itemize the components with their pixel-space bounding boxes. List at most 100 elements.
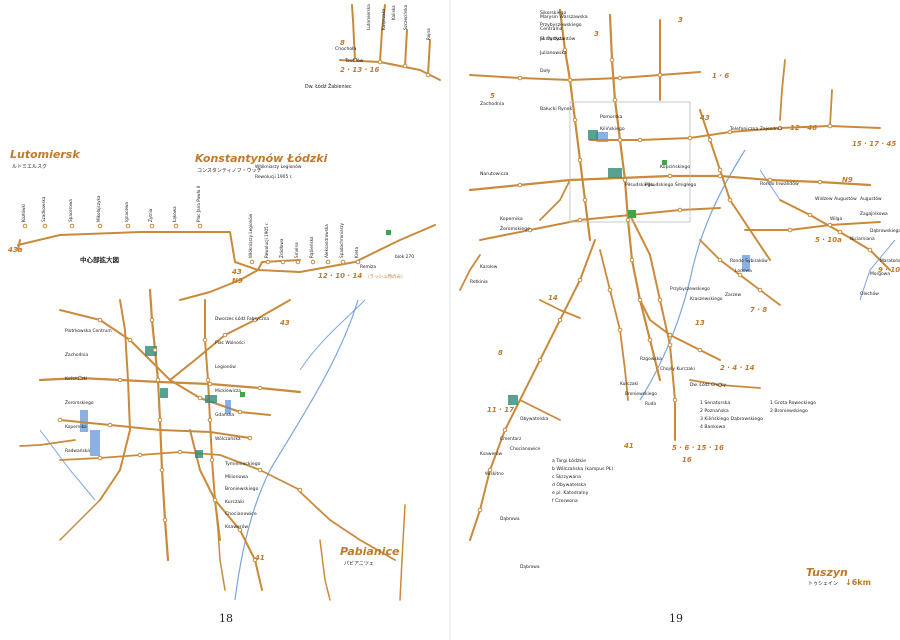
legend-entry: d Obywatelska [552,482,586,488]
tram-stop [97,455,103,461]
stop-label-center: Radwańska [65,447,90,454]
tram-stop [127,337,133,343]
tram-line-center-diagonal [59,309,271,416]
stop-label-south: Ruda [645,401,656,407]
green-marker [240,392,245,397]
tram-stop [777,125,783,131]
station-building [205,395,217,403]
stop-label-center: Plac Wolności [215,339,245,346]
stop-label-center: Żeromskiego [500,225,530,232]
tram-stop [295,259,301,265]
station-building [608,168,622,178]
tram-stop [249,259,255,265]
tram-stop [42,223,48,229]
tram-line-lutomierska [427,39,431,76]
region-jp-konstantynow: コンスタンティノフ・ウッチ [197,167,262,174]
tram-stop [687,135,693,141]
stop-label-north: Sikorskiego [540,10,566,16]
tram-stop [257,385,263,391]
tram-stop [629,257,635,263]
tram-stop [162,517,168,523]
line-badge: 41 [624,442,634,450]
line-badge: 11 · 17 [487,406,514,414]
stop-label-konstantynow: Aleksandrowska [324,224,329,258]
stop-label-south: Kraszewskiego [690,296,723,302]
tram-stop [97,223,103,229]
stop-label-east: Maratońska [880,257,900,264]
line-badge: 43 [700,114,710,122]
tram-stop [537,357,543,363]
line-badge-43a: 43a [8,246,23,254]
stop-label-center: Żeromskiego [65,399,94,406]
tram-stop [622,177,628,183]
tram-stop [727,129,733,135]
tram-line-south [214,499,226,591]
stop-label-konstantynow: Rąbieńska [309,236,314,258]
line-badge-n9: N9 [232,277,243,285]
stop-label-center: Zachodnia [65,352,88,358]
tram-line-northeast [699,109,771,261]
stop-label-top: Kaliska [391,5,396,20]
pond [80,410,88,432]
tram-stop [757,287,763,293]
stop-label-center: Rondo Inwalidów [760,180,799,187]
stop-label-center: Kościuszki [65,375,87,382]
tram-line-konstantynow [17,224,436,273]
line-badge: 16 [682,456,692,464]
stop-label-top: Kasprzaka [381,8,386,30]
tram-line-rzgowska [629,214,676,441]
tram-stop [577,217,583,223]
stop-label-top: Lutomierska [366,4,371,30]
legend-entry: 4 Bankowa [700,424,725,430]
tram-stop [77,375,83,381]
station-building [195,450,203,458]
tram-stop [325,259,331,265]
region-name-konstantynow: Konstantynów Łódzki [195,152,328,165]
tram-stop [202,337,208,343]
region-jp-lutomiersk: ルトミエルスク [12,164,47,170]
tram-stop [827,222,833,228]
tram-stop [247,435,253,441]
legend-entry: 1 Grota Roweckiego [770,400,816,406]
tram-stop [197,395,203,401]
stop-label-konstantynow: Źródłowa [279,238,284,258]
stop-label-south: Kurczaki [620,381,638,387]
stop-label-north: Marysin Warszawska [540,14,588,20]
tram-line-north-ew [469,71,701,81]
legend-entry: e pl. Katedralny [552,490,589,496]
stop-label-center: Zachodnia [480,101,504,107]
stop-label-konstantynow: blok 270 [395,254,414,260]
rivers-layer [39,132,896,601]
tram-line-paderewskiego [599,249,629,401]
line-badge: 9 · 10 [878,266,900,274]
tram-stop [617,75,623,81]
stop-label-konstantynow: Włókniarzy Legionów [248,213,253,258]
stop-label-southwest: Chocianowice [510,446,541,452]
stop-label-west: Łąkowa [172,206,177,223]
river-right [639,149,746,401]
tram-stop [667,342,673,348]
tram-stop [717,167,723,173]
stop-label-center: Mickiewicza [215,388,241,394]
tram-stop [767,177,773,183]
stop-label-top: Teofilów [344,57,364,64]
tram-stop [707,137,713,143]
legend-entry: 1 Senatorska [700,400,730,406]
tram-stop [737,272,743,278]
tram-stop [117,377,123,383]
stop-label-south: Chojny Kurczaki [660,366,695,372]
stop-label-konstantynow: Włókniarzy Legionów [255,163,302,170]
tram-stop [173,223,179,229]
stop-label-west: Szadkowska [41,196,46,222]
tram-stop [157,417,163,423]
tram-stop [22,223,28,229]
tram-line-kasprzaka [404,29,408,67]
tram-line-retkinia [459,254,481,291]
tram-stop [149,223,155,229]
stop-label-center: Kopcińskiego [660,163,690,170]
stop-label-south: Dąbrowa [520,564,540,570]
stop-label-konstantynow: Kreta [354,246,359,258]
stop-label-center: Pomorska [600,114,623,120]
green-marker [662,160,667,165]
